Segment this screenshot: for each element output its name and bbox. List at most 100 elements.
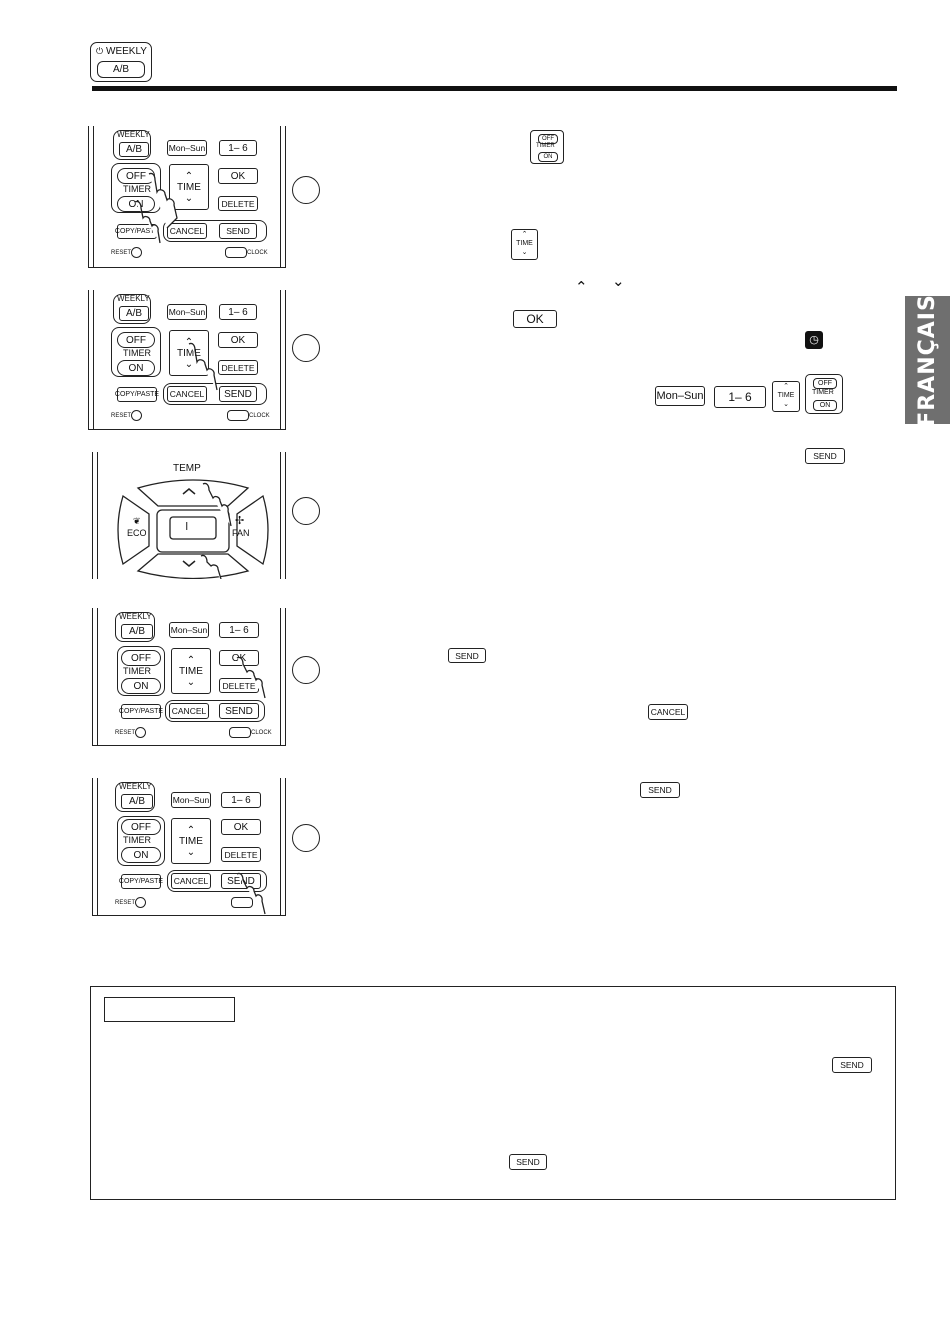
- weekly-label: WEEKLY: [106, 46, 147, 57]
- remote-illustration-step1: WEEKLY A/B Mon–Sun 1– 6 OFF TIMER ON ⌃TI…: [88, 126, 286, 268]
- send-button: SEND: [219, 703, 259, 719]
- one-six-button: 1– 6: [219, 622, 259, 638]
- note-box: [90, 986, 896, 1200]
- chevron-up-icon: ⌃: [575, 279, 588, 296]
- send-inline-icon: SEND: [640, 782, 680, 798]
- one-six-button: 1– 6: [219, 140, 257, 156]
- cancel-button: CANCEL: [169, 703, 209, 719]
- ab-button: A/B: [119, 306, 149, 321]
- clock-button: [229, 727, 251, 738]
- delete-button: DELETE: [218, 196, 258, 211]
- mon-sun-button: Mon–Sun: [167, 304, 207, 320]
- reset-label: RESET: [111, 413, 132, 419]
- reset-label: RESET: [115, 730, 136, 736]
- clock-label: CLOCK: [247, 250, 268, 256]
- weekly-label: WEEKLY: [119, 612, 152, 621]
- send-button: SEND: [219, 223, 257, 239]
- mon-sun-button: Mon–Sun: [167, 140, 207, 156]
- time-inline-icon: ⌃TIME⌄: [511, 229, 538, 260]
- ok-button: OK: [219, 650, 259, 666]
- weekly-ab-header-button: ⏻ WEEKLY A/B: [90, 42, 152, 82]
- leaf-icon: ❦: [133, 516, 141, 526]
- copy-paste-button: COPY/PASTE: [119, 874, 163, 889]
- on-button: ON: [117, 360, 155, 376]
- clock-label: CLOCK: [249, 413, 270, 419]
- mon-sun-inline-icon: Mon–Sun: [655, 386, 705, 406]
- mon-sun-button: Mon–Sun: [171, 792, 211, 808]
- reset-label: RESET: [111, 250, 132, 256]
- reset-hole: [135, 897, 146, 908]
- off-button: OFF: [121, 650, 161, 666]
- ab-label: A/B: [97, 61, 145, 78]
- off-button: OFF: [117, 168, 155, 184]
- reset-hole: [135, 727, 146, 738]
- ok-button: OK: [218, 168, 258, 184]
- on-button: ON: [117, 196, 155, 212]
- timer-label: TIMER: [123, 348, 151, 358]
- clock-indicator-icon: ◷: [805, 331, 823, 349]
- off-timer-on-inline-icon: OFF TIMER ON: [530, 130, 564, 164]
- clock-label: CLOCK: [251, 730, 272, 736]
- copy-paste-button: COPY/PASTE: [115, 224, 159, 239]
- cancel-button: CANCEL: [167, 223, 207, 239]
- fan-icon: ✢: [235, 515, 245, 527]
- time-button: ⌃TIME⌄: [169, 164, 209, 210]
- send-inline-icon: SEND: [448, 648, 486, 663]
- step-3-marker: [292, 497, 320, 525]
- copy-paste-button: COPY/PASTE: [115, 387, 159, 402]
- ok-inline-icon: OK: [513, 310, 557, 328]
- cancel-inline-icon: CANCEL: [648, 704, 688, 720]
- step-2-marker: [292, 334, 320, 362]
- clock-button: [227, 410, 249, 421]
- clock-button: [225, 247, 247, 258]
- one-six-button: 1– 6: [219, 304, 257, 320]
- off-timer-on-inline-icon-2: OFF TIMER ON: [805, 374, 843, 414]
- send-inline-icon: SEND: [832, 1057, 872, 1073]
- timer-label: TIMER: [123, 666, 151, 676]
- delete-button: DELETE: [221, 847, 261, 862]
- fan-label: FAN: [232, 528, 250, 538]
- weekly-label: WEEKLY: [117, 130, 150, 139]
- power-icon: ⏽: [182, 519, 192, 533]
- reset-label: RESET: [115, 900, 136, 906]
- weekly-label: WEEKLY: [117, 294, 150, 303]
- send-button: SEND: [219, 386, 257, 402]
- one-six-button: 1– 6: [221, 792, 261, 808]
- cancel-button: CANCEL: [167, 386, 207, 402]
- off-button: OFF: [121, 819, 161, 835]
- ab-button: A/B: [121, 794, 153, 809]
- cancel-button: CANCEL: [171, 873, 211, 889]
- clock-button: [231, 897, 253, 908]
- remote-illustration-step3: TEMP ⏽ ECO ❦ FAN ✢: [92, 452, 286, 579]
- remote-illustration-step2: WEEKLY A/B Mon–Sun 1– 6 OFF TIMER ON ⌃TI…: [88, 290, 286, 430]
- eco-label: ECO: [127, 528, 147, 538]
- temp-label: TEMP: [173, 463, 201, 474]
- send-inline-icon: SEND: [509, 1154, 547, 1170]
- off-button: OFF: [117, 332, 155, 348]
- time-button: ⌃TIME⌄: [169, 330, 209, 376]
- send-inline-icon: SEND: [805, 448, 845, 464]
- step-5-marker: [292, 824, 320, 852]
- time-inline-icon-2: ⌃TIME⌄: [772, 381, 800, 412]
- step-4-marker: [292, 656, 320, 684]
- step-1-marker: [292, 176, 320, 204]
- language-tab: FRANÇAIS: [905, 293, 950, 427]
- timer-label: TIMER: [123, 835, 151, 845]
- note-label-box: [104, 997, 235, 1022]
- chevron-down-icon: ⌄: [612, 273, 625, 290]
- delete-button: DELETE: [218, 360, 258, 375]
- ok-button: OK: [218, 332, 258, 348]
- time-button: ⌃TIME⌄: [171, 648, 211, 694]
- ok-button: OK: [221, 819, 261, 835]
- remote-illustration-step4: WEEKLY A/B Mon–Sun 1– 6 OFF TIMER ON ⌃TI…: [92, 608, 286, 746]
- language-label: FRANÇAIS: [915, 293, 941, 427]
- delete-button: DELETE: [219, 678, 259, 693]
- ab-button: A/B: [121, 624, 153, 639]
- timer-label: TIMER: [123, 184, 151, 194]
- on-button: ON: [121, 678, 161, 694]
- weekly-label: WEEKLY: [119, 782, 152, 791]
- reset-hole: [131, 410, 142, 421]
- on-button: ON: [121, 847, 161, 863]
- reset-hole: [131, 247, 142, 258]
- one-six-inline-icon: 1– 6: [714, 386, 766, 408]
